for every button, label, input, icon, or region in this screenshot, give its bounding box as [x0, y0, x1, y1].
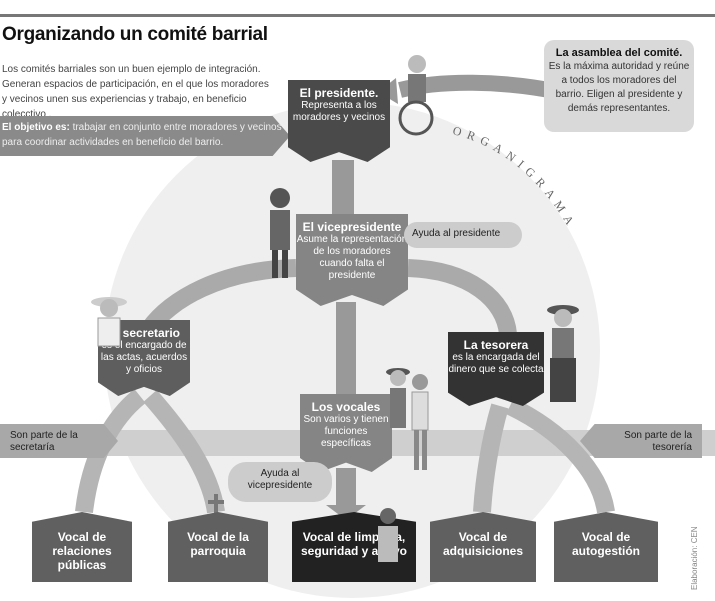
assembly-title: La asamblea del comité. [555, 47, 683, 59]
secretary-text: es el encargado de las actas, acuerdos y… [100, 340, 188, 375]
wheelchair-person-illustration [398, 55, 434, 136]
objective-text: trabajar en conjunto entre moradores y v… [2, 122, 282, 148]
objective-panel: El objetivo es: trabajar en conjunto ent… [0, 116, 290, 156]
treasurer-person-illustration [547, 305, 579, 402]
help-vice-note: Ayuda al vicepresidente [228, 462, 332, 502]
arc-right [407, 259, 517, 336]
top-rule [0, 14, 715, 17]
vocal-label: Vocal de autogestión [572, 530, 640, 558]
vocal-label: Vocal de relaciones públicas [52, 530, 112, 572]
vocal-label: Vocal de adquisiciones [442, 530, 524, 558]
treasurer-box: La tesorera es la encargada del dinero q… [448, 332, 544, 406]
treasury-part-banner: Son parte de la tesorería [580, 424, 702, 458]
organigram-text: ORGANIGRAMA [451, 123, 579, 232]
trunk-arrow-1 [332, 160, 354, 216]
secretary-person-illustration [91, 297, 127, 347]
branch-4 [473, 403, 509, 513]
secretary-box: El secretario es el encargado de las act… [98, 320, 190, 396]
branch-5 [506, 397, 615, 514]
trunk-arrow-3 [336, 468, 356, 512]
vocal-box-self-management: Vocal de autogestión [554, 512, 658, 582]
treasurer-text: es la encargada del dinero que se colect… [448, 352, 544, 375]
vocal-box-acquisitions: Vocal de adquisiciones [430, 512, 536, 582]
vocal-box-public-relations: Vocal de relaciones públicas [32, 512, 132, 582]
vocals-people-illustration [386, 368, 429, 470]
intro-paragraph: Los comités barriales son un buen ejempl… [2, 64, 269, 120]
help-president-note: Ayuda al presidente [404, 222, 522, 248]
secretary-title: El secretario [107, 326, 181, 340]
president-title: El presidente. [299, 86, 379, 100]
credit-text: Elaboración: CEN [690, 526, 699, 590]
vicepresident-person-illustration [270, 188, 290, 278]
branch-2 [143, 390, 225, 514]
trunk-arrow-2 [336, 302, 356, 398]
cross-icon-h [208, 500, 224, 504]
arc-left [142, 259, 297, 334]
treasurer-title: La tesorera [463, 338, 529, 352]
vocals-box: Los vocales Son varios y tienen funcione… [300, 394, 392, 472]
objective-label: El objetivo es: [2, 122, 70, 133]
president-box: El presidente. Representa a los moradore… [288, 80, 390, 162]
worker-person-illustration [378, 508, 398, 562]
vicepresident-title: El vicepresidente [302, 220, 402, 234]
vocal-label: Vocal de la parroquia [187, 530, 249, 558]
vocal-box-parish: Vocal de la parroquia [168, 512, 268, 582]
trunk-arrowhead [326, 505, 366, 520]
vicepresident-text: Asume la representación de los moradores… [296, 234, 408, 281]
president-text: Representa a los moradores y vecinos [292, 100, 386, 123]
vocals-title: Los vocales [311, 400, 381, 414]
vocals-text: Son varios y tienen funciones específica… [303, 414, 389, 449]
vicepresident-box: El vicepresidente Asume la representació… [296, 214, 408, 306]
secretary-part-banner: Son parte de la secretaría [0, 424, 118, 458]
assembly-box: La asamblea del comité. Es la máxima aut… [544, 40, 694, 132]
page-title: Organizando un comité barrial [2, 24, 268, 45]
assembly-text: Es la máxima autoridad y reúne a todos l… [548, 61, 690, 114]
